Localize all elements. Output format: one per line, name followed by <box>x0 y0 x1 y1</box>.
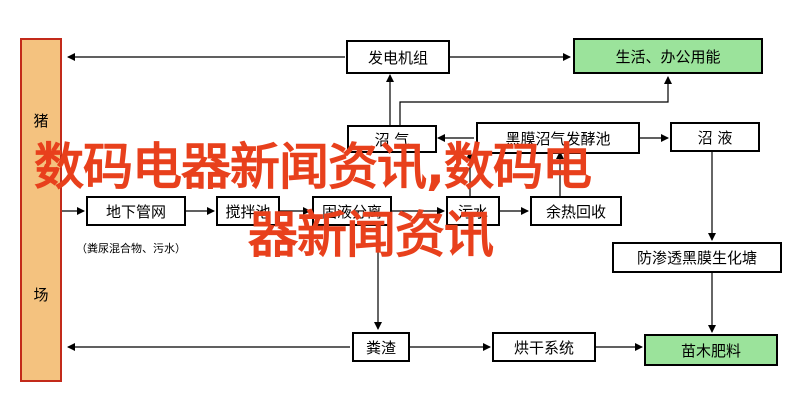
node-fertilizer: 苗木肥料 <box>644 334 778 366</box>
node-solid-liquid: 固液分离 <box>312 196 392 226</box>
node-manure-residue: 粪渣 <box>352 332 410 362</box>
node-life-office: 生活、办公用能 <box>573 38 763 74</box>
node-solid-liquid-label: 固液分离 <box>321 202 382 221</box>
node-pig-farm: 猪 场 <box>20 38 62 382</box>
node-generator-label: 发电机组 <box>367 48 428 67</box>
node-biogas-liquid-label: 沼 液 <box>697 128 733 147</box>
pig-farm-char-1: 猪 <box>33 112 49 130</box>
node-underground-pipe: 地下管网 <box>86 196 186 226</box>
node-sewage-label: 污水 <box>457 202 488 221</box>
node-drying-system: 烘干系统 <box>492 332 596 362</box>
node-manure-residue-label: 粪渣 <box>365 338 396 357</box>
subnote-mixture: （粪尿混合物、污水） <box>76 242 186 255</box>
node-mixing-pool-label: 搅拌池 <box>225 202 271 221</box>
node-underground-pipe-label: 地下管网 <box>105 202 166 221</box>
node-membrane-pond: 防渗透黑膜生化塘 <box>612 242 782 273</box>
node-membrane-pond-label: 防渗透黑膜生化塘 <box>636 249 757 267</box>
node-waste-heat: 余热回收 <box>530 196 622 226</box>
node-black-film: 黑膜沼气发酵池 <box>476 122 640 154</box>
node-life-office-label: 生活、办公用能 <box>615 47 721 66</box>
node-biogas-label: 沼 气 <box>374 130 410 149</box>
node-biogas: 沼 气 <box>347 125 437 153</box>
node-biogas-liquid: 沼 液 <box>670 122 760 152</box>
arrow-biogas-to-life <box>399 76 672 125</box>
pig-farm-char-2: 场 <box>33 286 49 304</box>
node-mixing-pool: 搅拌池 <box>216 196 280 226</box>
node-fertilizer-label: 苗木肥料 <box>680 341 741 360</box>
node-drying-system-label: 烘干系统 <box>513 338 574 357</box>
node-black-film-label: 黑膜沼气发酵池 <box>505 129 611 148</box>
node-sewage: 污水 <box>446 196 500 226</box>
node-generator: 发电机组 <box>346 40 450 74</box>
node-waste-heat-label: 余热回收 <box>545 202 606 221</box>
